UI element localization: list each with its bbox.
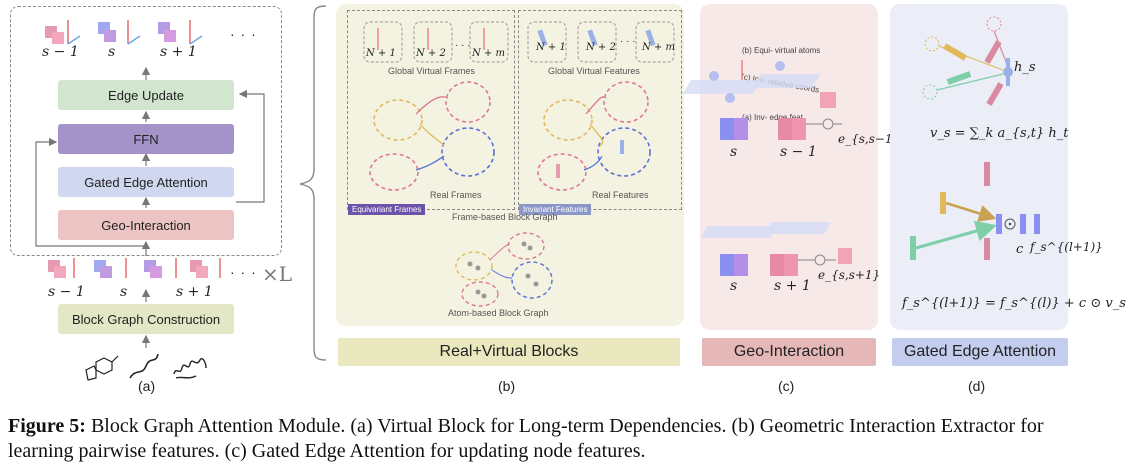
bottom-label-s: s [120,284,128,300]
atom-based-block-graph-label: Atom-based Block Graph [448,308,549,318]
hs-label: h_s [1014,60,1036,75]
f-label: f_s^{(l+1)} [1030,240,1103,254]
molecule-icons [85,353,207,381]
gated-edge-attention-banner: Gated Edge Attention [892,338,1068,366]
top-frames-row [45,20,203,45]
virtual-frames-nodes [363,21,509,63]
invariant-features-tag: Invariant Features [519,204,592,215]
top-label-s: s [108,44,116,60]
vf-ellipsis: · · · [455,40,471,51]
real-frames-label: Real Frames [430,190,482,200]
atom-based-graph [455,232,553,307]
vfeat-node-1: N + 1 [536,42,566,53]
panel-a-arrows [35,66,265,348]
bottom-edge-label: e_{s,s+1} [818,268,881,282]
caption-text: Block Graph Attention Module. (a) Virtua… [8,415,1044,462]
peptide-icon [129,353,159,379]
top-edge-label: e_{s,s−1} [838,132,901,146]
panel-bracket [299,5,327,361]
figure-caption: Figure 5: Block Graph Attention Module. … [8,414,1074,464]
global-virtual-frames-label: Global Virtual Frames [388,66,475,76]
update-formula: f_s^{(l+1)} = f_s^{(l)} + c ⊙ v_s [902,296,1126,311]
vfeat-ellipsis: · · · [620,36,636,47]
gated-edge-attention-box: Gated Edge Attention [58,167,234,197]
real-virtual-blocks-banner: Real+Virtual Blocks [338,338,680,366]
vf-node-2: N + 2 [416,48,446,59]
frame-based-graph-frame [347,10,515,210]
panel-c-sublabel: (c) [778,378,795,394]
panel-d-background [890,4,1068,330]
panel-b-background [336,4,684,326]
equi-virtual-atoms-label: (b) Equi- virtual atoms [742,46,821,55]
edge-update-box: Edge Update [58,80,234,110]
panel-b-sublabel: (b) [498,378,516,394]
caption-prefix: Figure 5: [8,415,86,437]
bottom-s-label: s [730,278,738,294]
vfeat-node-2: N + 2 [586,42,616,53]
bottom-frames-row [48,258,221,278]
panel-d-sublabel: (d) [968,378,986,394]
top-s-minus-1-label: s − 1 [780,144,817,160]
bottom-label-s-plus-1: s + 1 [176,284,213,300]
protein-icon [173,358,207,379]
feature-graph-frame [518,10,682,210]
top-s-label: s [730,144,738,160]
repeat-l-label: ×L [262,262,293,286]
vfeat-node-m: N + m [642,42,675,53]
c-label: c [1016,242,1024,257]
panel-a-sublabel: (a) [138,378,156,394]
equivariant-frames-tag: Equivariant Frames [348,204,426,215]
virtual-features-nodes [527,21,675,63]
small-molecule-icon [85,355,119,381]
attention-star-diagram [922,16,1013,106]
frame-icon-s [98,20,141,45]
top-ellipsis: · · · [230,26,257,42]
geo-bottom-diagram [700,222,852,276]
geo-top-diagram [682,60,842,140]
frame-based-block-graph-label: Frame-based Block Graph [452,212,558,222]
bottom-ellipsis: · · · [230,264,257,280]
geo-interaction-banner: Geo-Interaction [702,338,876,366]
inv-edge-feat-label: (a) Inv- edge feat [742,113,803,122]
vf-node-m: N + m [472,48,505,59]
geo-interaction-box: Geo-Interaction [58,210,234,240]
vs-formula: v_s = ∑_k a_{s,t} h_t [930,126,1069,141]
frame-icon-sp1 [158,20,203,45]
block-graph-construction-box: Block Graph Construction [58,304,234,334]
vf-node-1: N + 1 [366,48,396,59]
real-features-label: Real Features [592,190,649,200]
top-label-s-minus-1: s − 1 [42,44,79,60]
gating-diagram [910,162,1040,260]
bottom-s-plus-1-label: s + 1 [774,278,811,294]
bottom-label-s-minus-1: s − 1 [48,284,85,300]
top-label-s-plus-1: s + 1 [160,44,197,60]
real-frames-graph [369,81,651,191]
frame-icon-sm1 [45,20,81,45]
ffn-box: FFN [58,124,234,154]
global-virtual-features-label: Global Virtual Features [548,66,640,76]
